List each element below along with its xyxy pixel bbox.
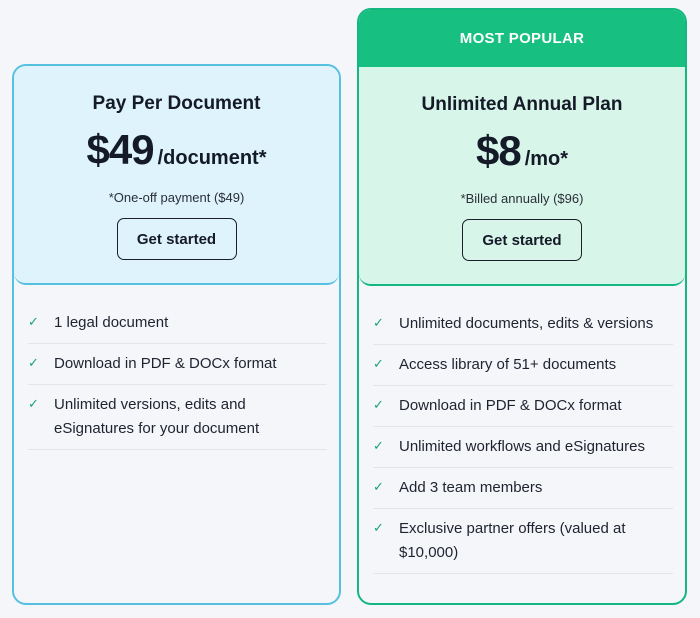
feature-text: Unlimited workflows and eSignatures (399, 438, 645, 455)
feature-item: ✓ Unlimited versions, edits and eSignatu… (28, 385, 327, 450)
feature-list: ✓ Unlimited documents, edits & versions … (359, 286, 685, 574)
feature-item: ✓ Unlimited workflows and eSignatures (373, 427, 673, 468)
feature-text: Add 3 team members (399, 479, 543, 496)
plan-card-pay-per-document: Pay Per Document $49 /document* *One-off… (12, 64, 341, 605)
price-row: $8 /mo* (359, 127, 685, 175)
price-unit: /document* (157, 147, 267, 169)
checkmark-icon: ✓ (28, 314, 39, 329)
checkmark-icon: ✓ (373, 356, 384, 371)
feature-item: ✓ Access library of 51+ documents (373, 345, 673, 386)
feature-item: ✓ Download in PDF & DOCx format (373, 386, 673, 427)
feature-item: ✓ Download in PDF & DOCx format (28, 344, 327, 385)
checkmark-icon: ✓ (373, 438, 384, 453)
feature-item: ✓ Add 3 team members (373, 468, 673, 509)
feature-text: Download in PDF & DOCx format (399, 397, 622, 414)
feature-text: Unlimited versions, edits and eSignature… (54, 396, 260, 437)
feature-text: Access library of 51+ documents (399, 356, 617, 373)
plan-header: Pay Per Document $49 /document* *One-off… (14, 66, 339, 285)
feature-text: 1 legal document (54, 314, 169, 331)
checkmark-icon: ✓ (373, 315, 384, 330)
price-row: $49 /document* (14, 126, 339, 174)
price-note: *Billed annually ($96) (460, 191, 584, 206)
feature-text: Download in PDF & DOCx format (54, 355, 277, 372)
price-note: *One-off payment ($49) (108, 190, 245, 205)
feature-text: Unlimited documents, edits & versions (399, 315, 654, 332)
checkmark-icon: ✓ (373, 479, 384, 494)
most-popular-badge: MOST POPULAR (359, 10, 685, 67)
checkmark-icon: ✓ (28, 355, 39, 370)
feature-list: ✓ 1 legal document ✓ Download in PDF & D… (14, 285, 339, 450)
price-unit: /mo* (524, 148, 569, 170)
feature-item: ✓ Unlimited documents, edits & versions (373, 304, 673, 345)
feature-item: ✓ Exclusive partner offers (valued at $1… (373, 509, 673, 574)
checkmark-icon: ✓ (373, 397, 384, 412)
plan-header: Unlimited Annual Plan $8 /mo* *Billed an… (359, 67, 685, 286)
checkmark-icon: ✓ (373, 520, 384, 535)
checkmark-icon: ✓ (28, 396, 39, 411)
get-started-button[interactable]: Get started (116, 218, 237, 260)
price-amount: $49 (86, 126, 155, 173)
get-started-button[interactable]: Get started (462, 219, 582, 261)
feature-item: ✓ 1 legal document (28, 303, 327, 344)
plan-card-unlimited-annual: MOST POPULAR Unlimited Annual Plan $8 /m… (357, 8, 687, 605)
price-amount: $8 (475, 127, 522, 174)
feature-text: Exclusive partner offers (valued at $10,… (399, 520, 626, 561)
plan-title: Unlimited Annual Plan (421, 94, 623, 115)
plan-title: Pay Per Document (92, 93, 261, 114)
